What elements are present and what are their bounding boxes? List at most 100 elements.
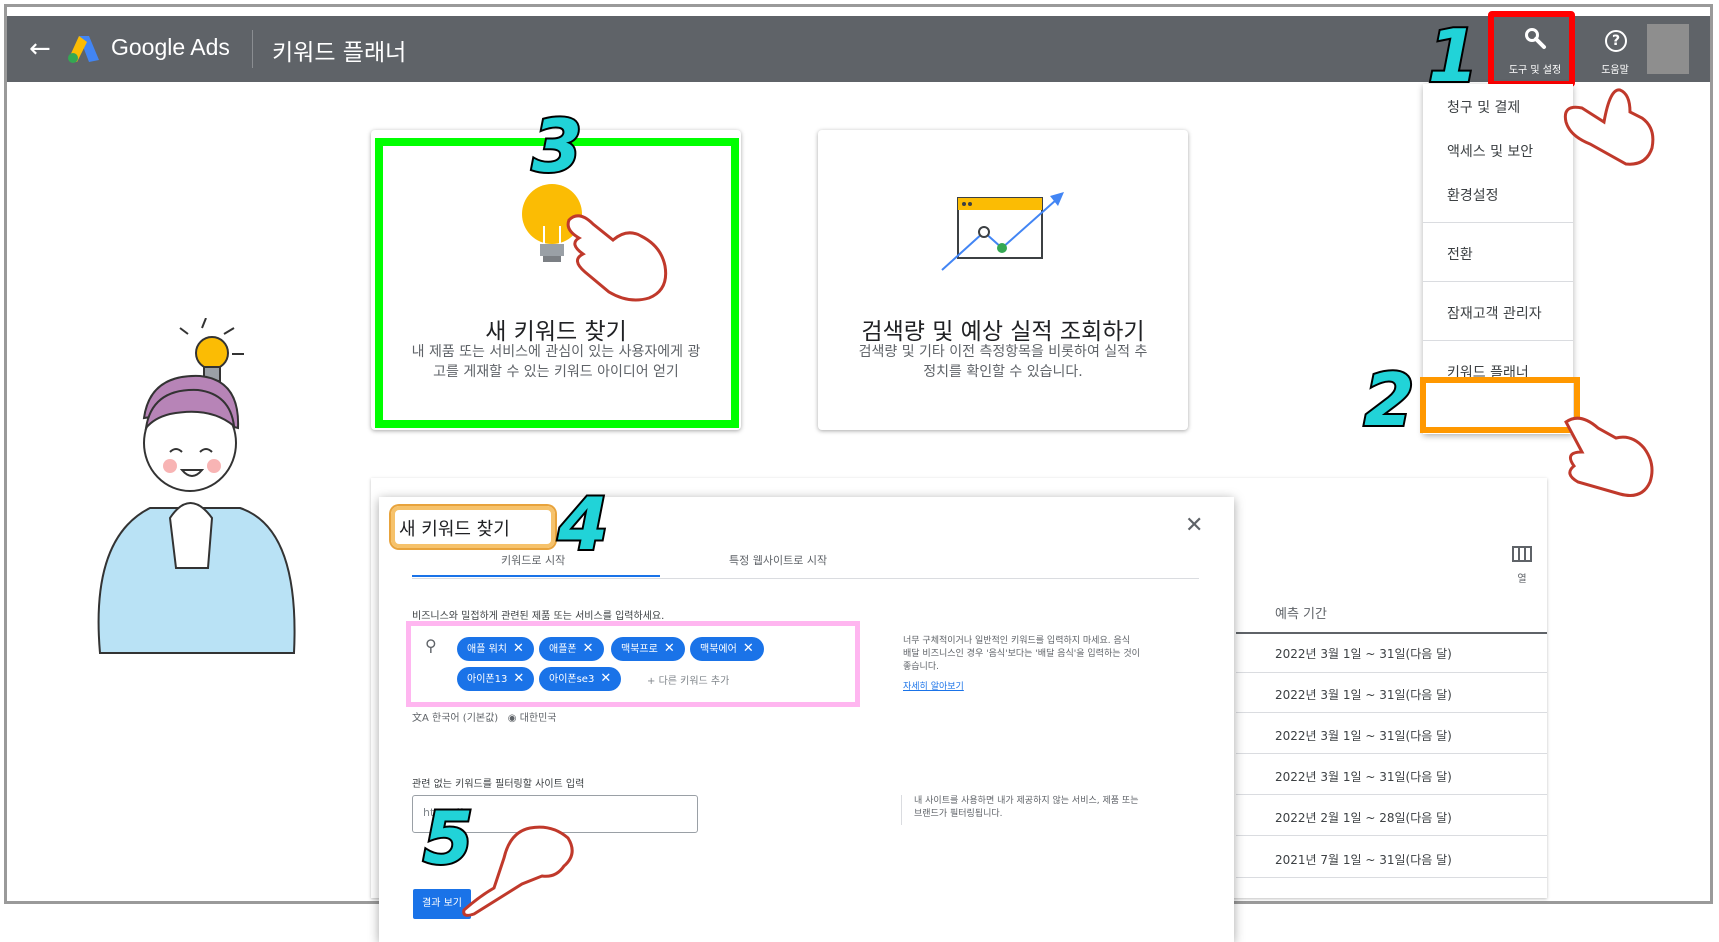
table-row-divider — [1236, 835, 1547, 836]
card-description: 고를 게재할 수 있는 키워드 아이디어 얻기 — [433, 364, 679, 380]
lightbulb-icon — [522, 184, 582, 262]
table-row-divider — [1236, 877, 1547, 878]
table-cell-period: 2022년 2월 1일 ~ 28일(다음 달) — [1275, 811, 1452, 825]
hint-text: 내 사이트를 사용하면 내가 제공하지 않는 서비스, 제품 또는 — [914, 796, 1139, 806]
keyword-chip[interactable]: 맥북에어 ✕ — [690, 637, 764, 661]
pointing-hand-icon — [566, 214, 668, 302]
add-keyword-placeholder: 다른 키워드 추가 — [658, 676, 730, 687]
learn-more-link[interactable]: 자세히 알아보기 — [903, 682, 964, 692]
keyword-chip-label: 맥북프로 — [621, 644, 658, 655]
menu-divider — [1423, 281, 1573, 282]
location-label: 대한민국 — [519, 713, 557, 724]
account-avatar[interactable] — [1647, 24, 1689, 74]
card-description: 정치를 확인할 수 있습니다. — [923, 364, 1083, 380]
table-cell-period: 2022년 3월 1일 ~ 31일(다음 달) — [1275, 770, 1452, 784]
menu-item-access-security[interactable]: 액세스 및 보안 — [1447, 144, 1534, 160]
remove-chip-icon[interactable]: ✕ — [663, 641, 675, 656]
keyword-chip-label: 맥북에어 — [700, 644, 737, 655]
help-button[interactable]: ? 도움말 — [1585, 16, 1645, 82]
tools-and-settings-button[interactable]: 도구 및 설정 — [1495, 16, 1575, 82]
table-cell-period: 2022년 3월 1일 ~ 31일(다음 달) — [1275, 688, 1452, 702]
remove-chip-icon[interactable]: ✕ — [742, 641, 754, 656]
columns-icon[interactable] — [1512, 546, 1532, 562]
keyword-chip-label: 애플 워치 — [467, 644, 507, 655]
language-location-row[interactable]: 文A 한국어 (기본값) ◉ 대한민국 — [412, 709, 557, 724]
language-label: 한국어 (기본값) — [432, 713, 499, 724]
remove-chip-icon[interactable]: ✕ — [512, 641, 524, 656]
menu-item-billing[interactable]: 청구 및 결제 — [1447, 100, 1521, 116]
pointing-hand-icon — [462, 825, 574, 917]
keyword-chip[interactable]: 아이폰se3 ✕ — [539, 667, 622, 691]
pointing-hand-icon — [1564, 416, 1654, 497]
menu-divider — [1423, 222, 1573, 223]
table-row-divider — [1236, 672, 1547, 673]
page-title: 키워드 플래너 — [272, 40, 407, 66]
tab-start-with-website[interactable]: 특정 웹사이트로 시작 — [729, 554, 828, 567]
get-results-button[interactable]: 결과 보기 — [413, 889, 471, 919]
keyword-chip-label: 아이폰se3 — [549, 674, 595, 685]
translate-icon: 文A — [412, 713, 429, 724]
card-title: 새 키워드 찾기 — [485, 319, 627, 345]
dialog-title-callout-box — [391, 506, 555, 548]
table-cell-period: 2022년 3월 1일 ~ 31일(다음 달) — [1275, 647, 1452, 661]
keyword-chip[interactable]: 맥북프로 ✕ — [611, 637, 685, 661]
person-idea-illustration — [97, 318, 296, 654]
step-number: 5 — [421, 796, 475, 880]
keyword-chip-label: 아이폰13 — [467, 674, 508, 685]
remove-chip-icon[interactable]: ✕ — [582, 641, 594, 656]
card-description: 검색량 및 기타 이전 측정항목을 비롯하여 실적 추 — [858, 344, 1148, 360]
hint-text: 브랜드가 필터링됩니다. — [914, 809, 1003, 819]
remove-chip-icon[interactable]: ✕ — [513, 671, 525, 686]
tools-label: 도구 및 설정 — [1508, 65, 1562, 76]
tabs-divider — [412, 578, 1199, 579]
card-find-new-keywords[interactable]: 새 키워드 찾기 내 제품 또는 서비스에 관심이 있는 사용자에게 광 고를 … — [371, 130, 741, 430]
url-placeholder: https:// — [423, 806, 463, 819]
hint-text: 좋습니다. — [903, 662, 939, 672]
wrench-icon — [1525, 28, 1546, 49]
keyword-chip[interactable]: 애플폰 ✕ — [539, 637, 604, 661]
close-icon[interactable]: ✕ — [1185, 513, 1204, 538]
card-search-volume-forecasts[interactable]: 검색량 및 예상 실적 조회하기 검색량 및 기타 이전 측정항목을 비롯하여 … — [818, 130, 1188, 430]
back-arrow-icon[interactable]: ← — [29, 34, 51, 64]
tools-dropdown-menu: 청구 및 결제 액세스 및 보안 환경설정 전환 잠재고객 관리자 키워드 플래… — [1423, 84, 1573, 434]
google-ads-logo-icon — [68, 36, 99, 63]
step-number: 2 — [1362, 358, 1416, 442]
columns-label: 열 — [1517, 574, 1527, 585]
table-row-divider — [1236, 753, 1547, 754]
help-label: 도움말 — [1601, 65, 1629, 76]
table-row-divider — [1236, 712, 1547, 713]
keyword-input-callout-box — [406, 621, 860, 707]
menu-item-conversions[interactable]: 전환 — [1447, 247, 1473, 263]
tools-callout-box — [1488, 11, 1575, 87]
keyword-chip[interactable]: 아이폰13 ✕ — [457, 667, 535, 691]
step-number: 3 — [530, 104, 584, 188]
table-header-divider — [1236, 632, 1547, 634]
table-cell-period: 2022년 3월 1일 ~ 31일(다음 달) — [1275, 729, 1452, 743]
card-description: 내 제품 또는 서비스에 관심이 있는 사용자에게 광 — [411, 344, 701, 360]
menu-divider — [1423, 340, 1573, 341]
site-filter-label: 관련 없는 키워드를 필터링할 사이트 입력 — [412, 779, 585, 790]
header-divider — [252, 30, 253, 68]
new-keywords-callout-box — [375, 138, 739, 428]
keyword-prompt-label: 비즈니스와 밀접하게 관련된 제품 또는 서비스를 입력하세요. — [412, 611, 665, 622]
add-keyword-input[interactable]: + 다른 키워드 추가 — [647, 676, 730, 687]
menu-item-preferences[interactable]: 환경설정 — [1447, 188, 1499, 204]
step-number: 1 — [1426, 14, 1480, 98]
site-filter-hint: 내 사이트를 사용하면 내가 제공하지 않는 서비스, 제품 또는 브랜드가 필… — [901, 795, 1181, 825]
tab-start-with-keywords[interactable]: 키워드로 시작 — [501, 554, 566, 567]
keyword-hint: 너무 구체적이거나 일반적인 키워드를 입력하지 마세요. 음식 배달 비즈니스… — [903, 635, 1183, 674]
help-icon: ? — [1605, 30, 1627, 52]
keyword-chip-label: 애플폰 — [549, 644, 577, 655]
hint-text: 배달 비즈니스인 경우 '음식'보다는 '배달 음식'을 입력하는 것이 — [903, 649, 1140, 659]
step-number: 4 — [556, 482, 610, 566]
active-tab-indicator — [412, 575, 660, 577]
search-icon: ⚲ — [425, 636, 437, 655]
menu-item-audience-manager[interactable]: 잠재고객 관리자 — [1447, 306, 1542, 322]
remove-chip-icon[interactable]: ✕ — [600, 671, 612, 686]
keyword-chip[interactable]: 애플 워치 ✕ — [457, 637, 534, 661]
location-pin-icon: ◉ — [507, 713, 517, 724]
brand-name: Google Ads — [111, 34, 230, 60]
card-title: 검색량 및 예상 실적 조회하기 — [861, 319, 1145, 345]
top-app-bar: ← Google Ads 키워드 플래너 도구 및 설정 ? 도움말 — [7, 16, 1710, 82]
